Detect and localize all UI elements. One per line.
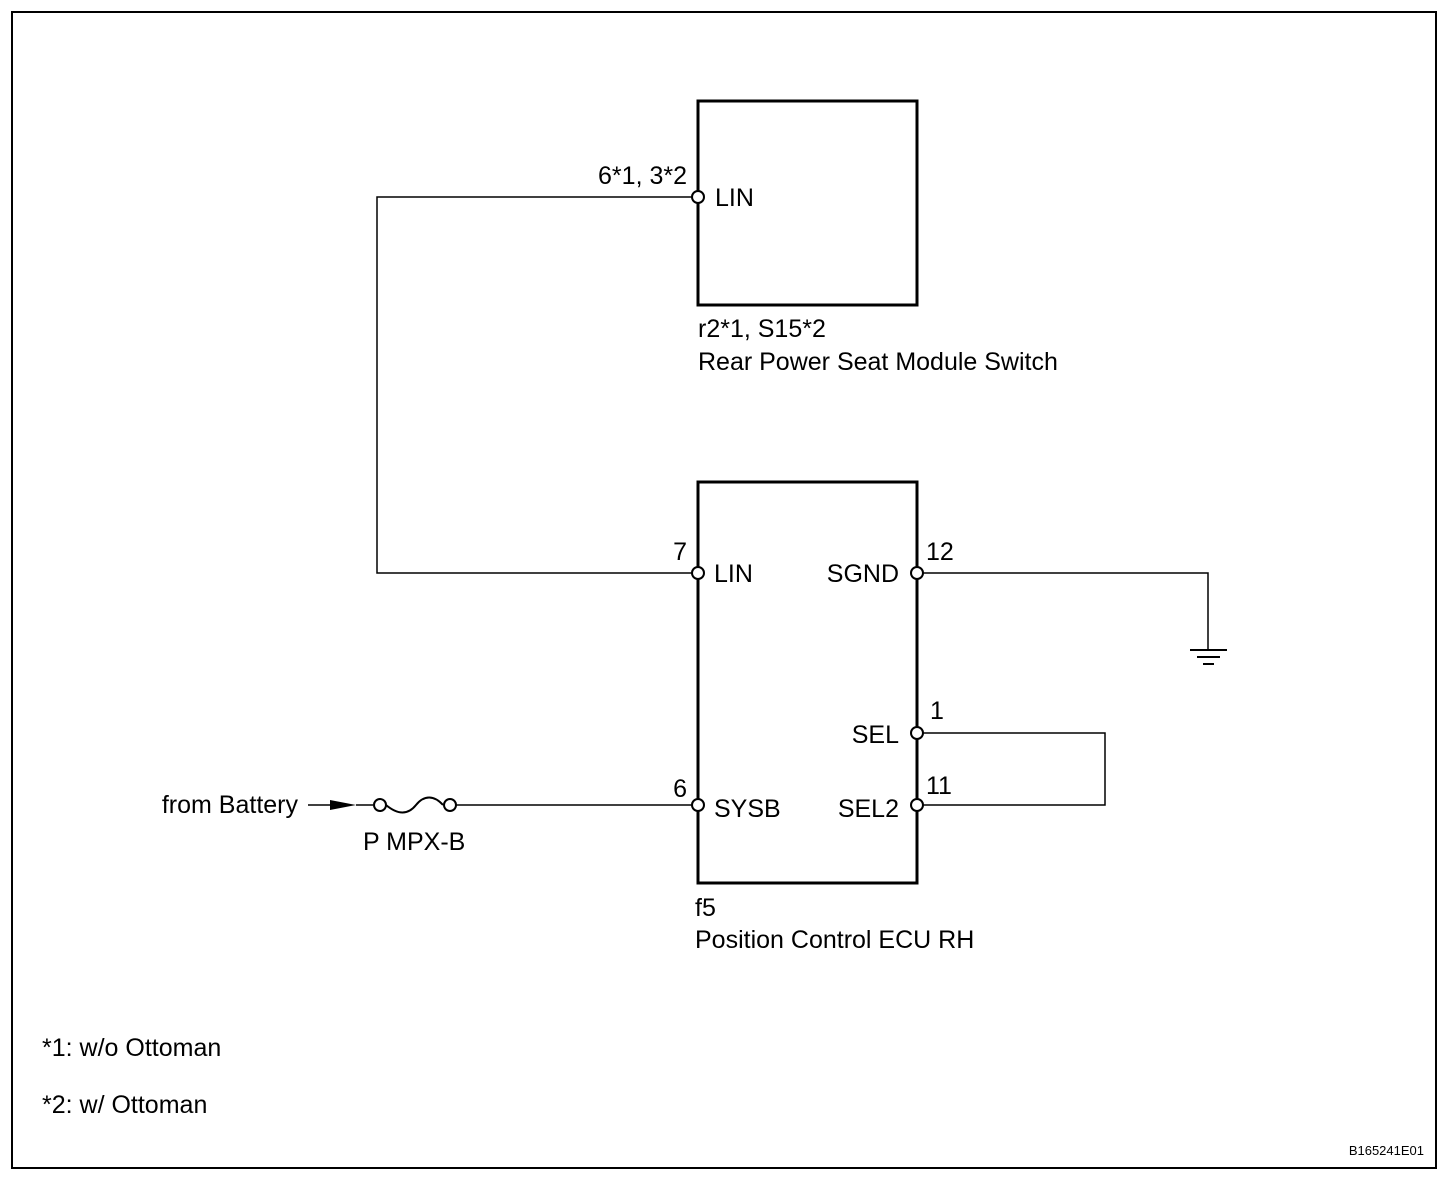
ecu-sel2-terminal [910,798,924,812]
position-control-ecu-box [696,480,919,885]
fuse-icon [373,796,457,814]
ecu-sysb-pin: 6 [673,775,687,803]
sel-jumper-wire [923,732,1106,806]
fuse-label: P MPX-B [363,828,465,856]
switch-name: Rear Power Seat Module Switch [698,348,1058,376]
switch-connector-code: r2*1, S15*2 [698,315,826,343]
switch-lin-terminal [691,190,705,204]
sgnd-wire [923,572,1209,650]
ecu-sgnd-terminal [910,566,924,580]
ground-icon [1190,649,1227,665]
ecu-sysb-terminal [691,798,705,812]
ecu-sel2-label: SEL2 [838,795,899,823]
ecu-lin-terminal [691,566,705,580]
ecu-sel2-pin: 11 [926,772,952,800]
ecu-lin-pin: 7 [673,538,687,566]
ecu-sgnd-label: SGND [827,560,899,588]
ecu-sel-label: SEL [852,721,899,749]
ecu-sysb-label: SYSB [714,795,781,823]
ecu-sel-pin: 1 [930,697,944,725]
figure-code: B165241E01 [1349,1143,1424,1158]
ecu-name: Position Control ECU RH [695,926,974,954]
arrow-right-icon [330,800,356,810]
ecu-lin-label: LIN [714,560,753,588]
diagram-frame [11,11,1437,1169]
switch-lin-pin: 6*1, 3*2 [598,162,687,190]
ecu-sgnd-pin: 12 [926,538,954,566]
rear-power-seat-switch-box [696,99,919,307]
ecu-connector-code: f5 [695,894,716,922]
note-2: *2: w/ Ottoman [42,1091,207,1119]
note-1: *1: w/o Ottoman [42,1034,221,1062]
switch-lin-label: LIN [715,184,754,212]
lin-wire [376,196,692,574]
ecu-sel-terminal [910,726,924,740]
battery-source-label: from Battery [162,791,299,819]
